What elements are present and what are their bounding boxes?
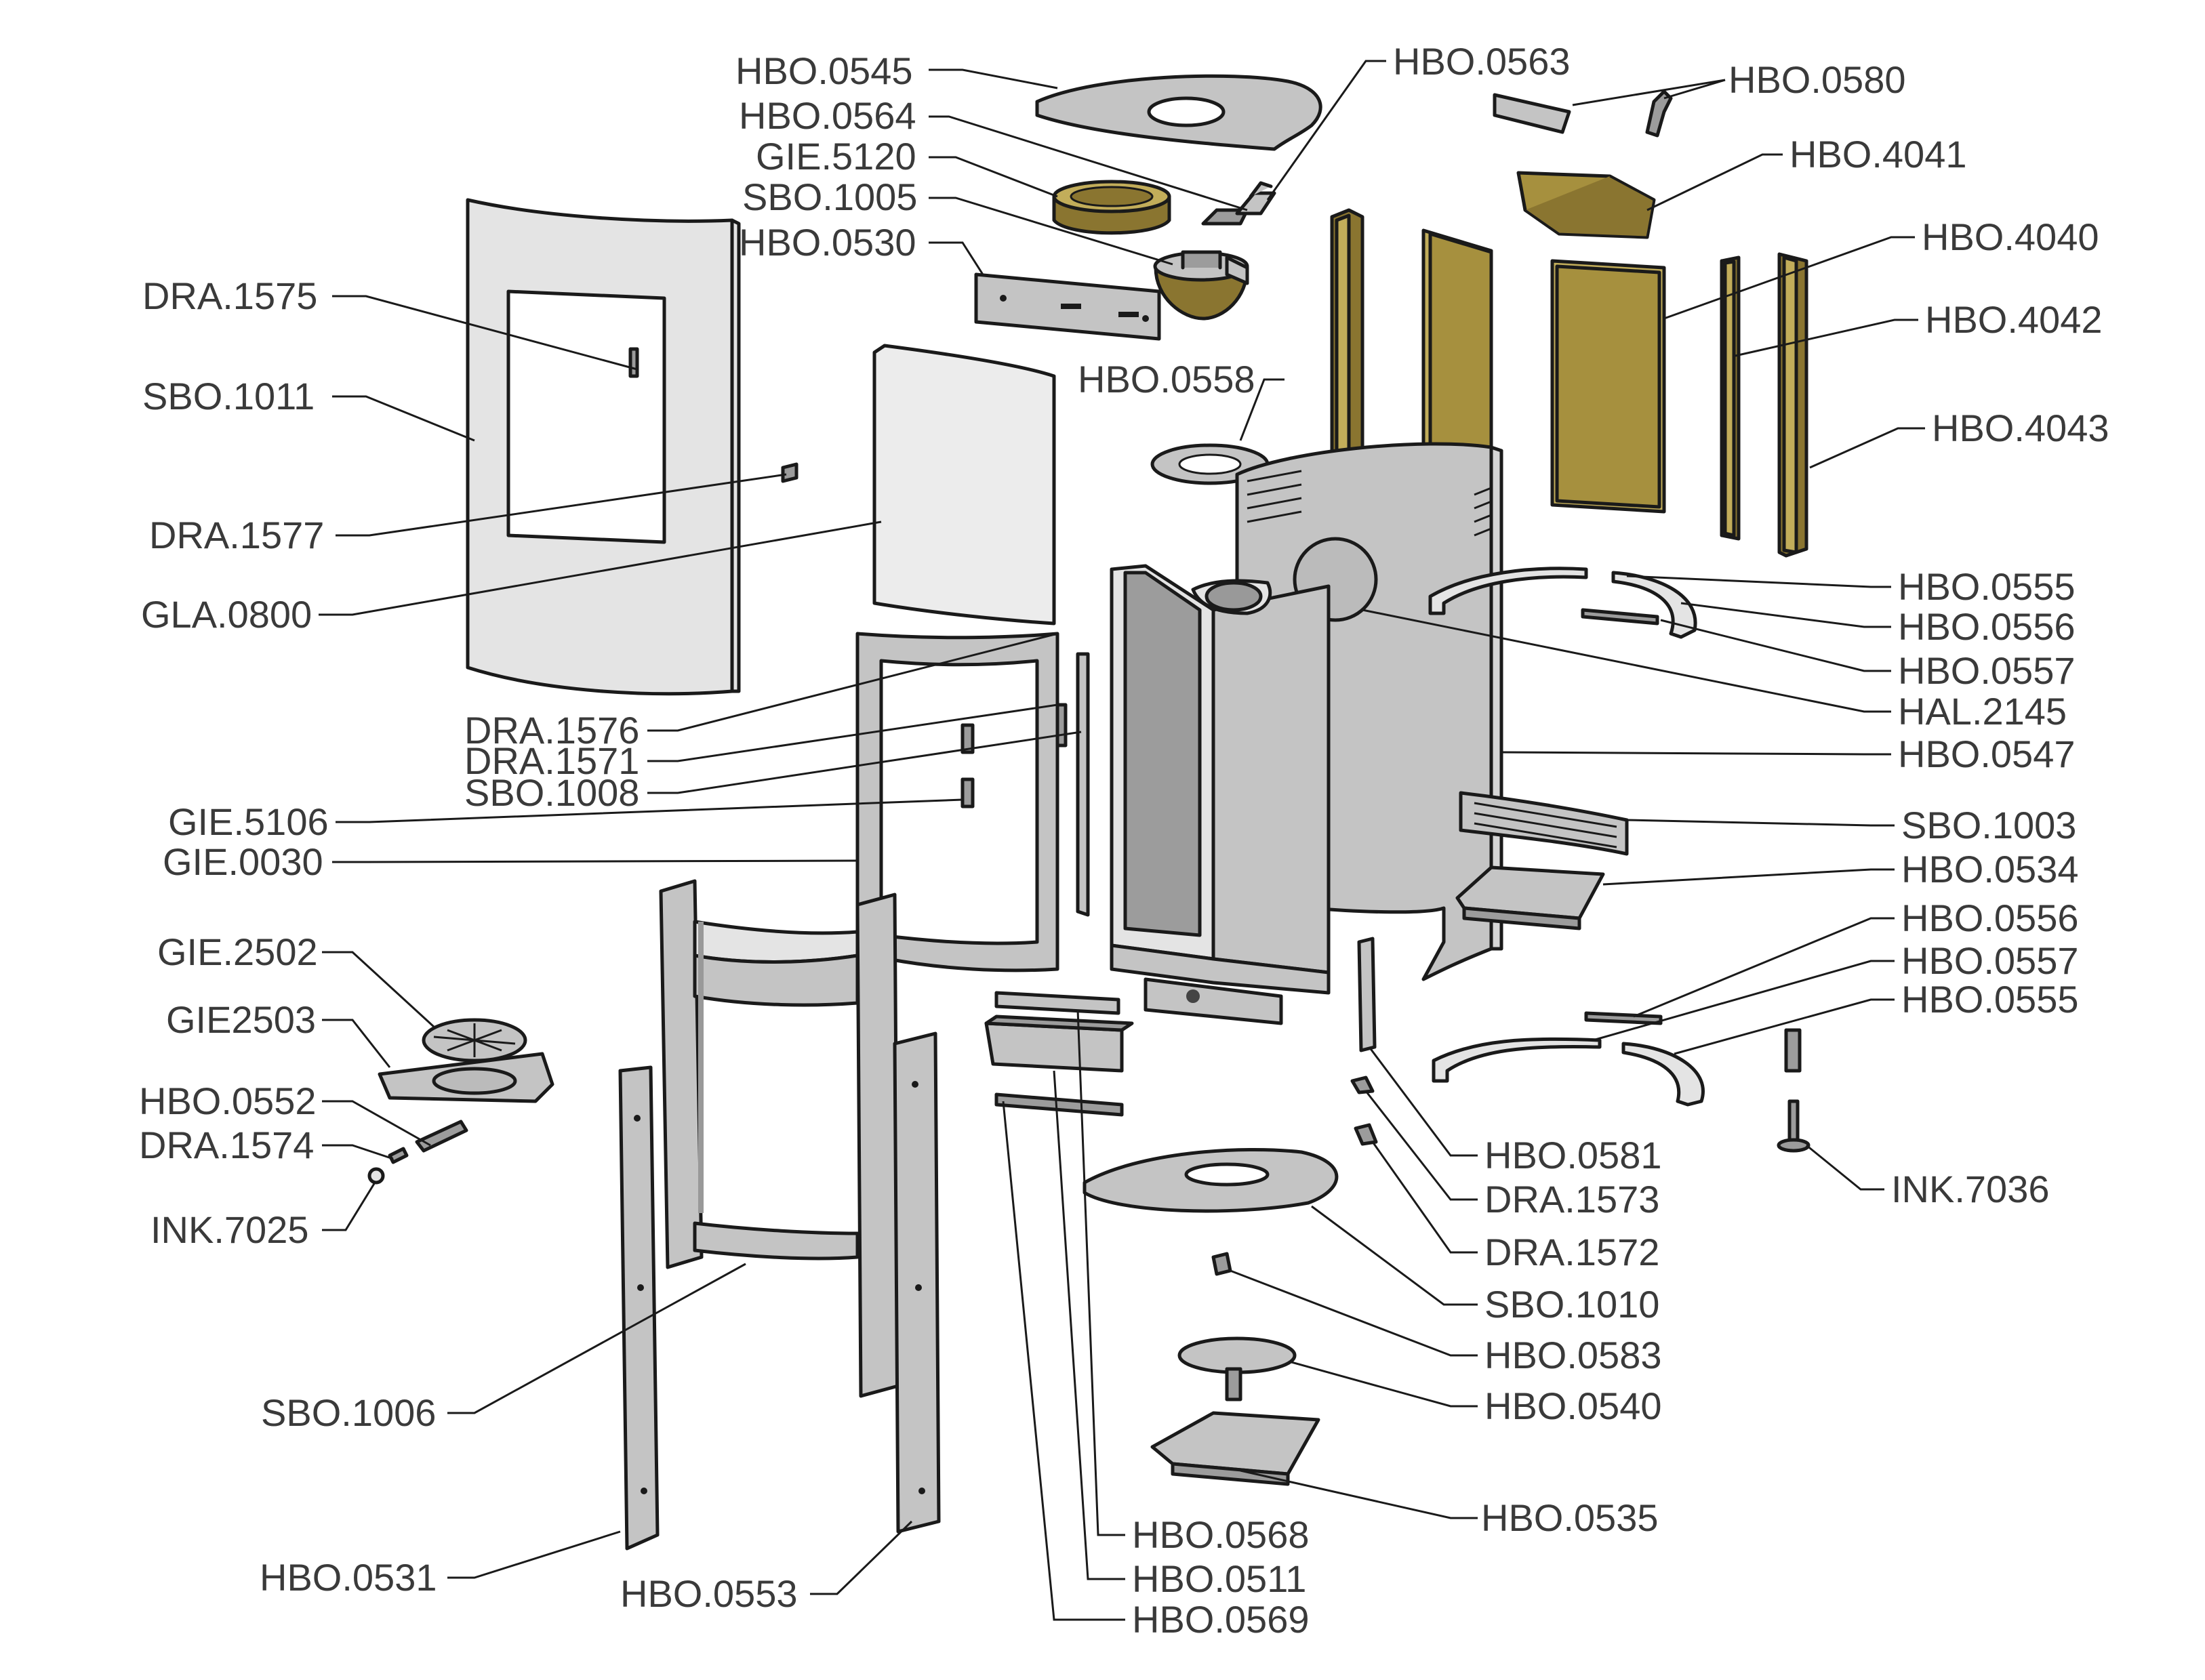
label-gie-5106: GIE.5106 (168, 800, 329, 843)
label-ink-7036: INK.7036 (1891, 1168, 2050, 1210)
part-small-lever (415, 1120, 468, 1153)
part-small-tab (1211, 1252, 1232, 1276)
part-ash-tray-top (1455, 865, 1605, 930)
part-valve-lever (1201, 181, 1276, 226)
label-gie-2502: GIE.2502 (157, 930, 318, 973)
label-hbo-0557-upper: HBO.0557 (1898, 649, 2076, 692)
label-dra-1576: DRA.1576 (464, 709, 639, 752)
label-ink-7025: INK.7025 (150, 1208, 309, 1251)
part-right-side-strip (893, 1031, 941, 1534)
label-hbo-0531: HBO.0531 (260, 1556, 437, 1599)
label-dra-1574: DRA.1574 (139, 1124, 314, 1166)
label-hbo-4043: HBO.4043 (1932, 407, 2109, 449)
label-dra-1577: DRA.1577 (149, 514, 324, 556)
part-small-hook-b (1354, 1123, 1378, 1146)
part-rear-bracket (974, 272, 1161, 341)
label-gie-5120: GIE.5120 (756, 135, 916, 178)
part-base-plate (1083, 1147, 1339, 1213)
label-hbo-0511: HBO.0511 (1132, 1557, 1306, 1600)
label-hbo-0555-lower: HBO.0555 (1901, 978, 2079, 1021)
part-air-regulator-disc (422, 1018, 527, 1063)
label-hbo-0540: HBO.0540 (1484, 1385, 1662, 1427)
label-hbo-0534: HBO.0534 (1901, 848, 2079, 890)
part-air-regulator-housing (378, 1052, 554, 1103)
part-glass-pane (872, 344, 1056, 626)
label-hal-2145: HAL.2145 (1898, 690, 2067, 733)
label-hbo-0581: HBO.0581 (1484, 1134, 1662, 1176)
label-gla-0800: GLA.0800 (141, 593, 312, 636)
label-hbo-0580: HBO.0580 (1728, 58, 1906, 101)
label-hbo-0556-upper: HBO.0556 (1898, 605, 2076, 648)
label-hbo-4041: HBO.4041 (1789, 133, 1967, 176)
part-small-hook-a (1350, 1075, 1375, 1094)
label-hbo-0552: HBO.0552 (139, 1080, 317, 1122)
part-arc-rail-lower-right (1621, 1042, 1705, 1107)
part-front-panel (466, 198, 798, 696)
part-clip (1645, 89, 1673, 138)
label-hbo-4042: HBO.4042 (1925, 298, 2103, 341)
label-sbo-1006: SBO.1006 (261, 1391, 436, 1434)
label-hbo-0556-lower: HBO.0556 (1901, 897, 2079, 939)
label-hbo-0557-lower: HBO.0557 (1901, 939, 2079, 982)
label-dra-1572: DRA.1572 (1484, 1231, 1659, 1273)
part-lower-frame (659, 879, 900, 1398)
label-gie2503: GIE2503 (166, 998, 316, 1041)
label-hbo-0530: HBO.0530 (739, 221, 916, 264)
part-side-firebrick-right-wide (1777, 252, 1808, 558)
part-top-firebrick (1516, 171, 1656, 239)
part-arc-rail-upper-strip (1581, 608, 1659, 626)
label-hbo-0555-upper: HBO.0555 (1898, 565, 2076, 608)
label-hbo-0545: HBO.0545 (735, 49, 913, 92)
part-labels: HBO.0545 HBO.0564 GIE.5120 SBO.1005 HBO.… (139, 40, 2109, 1641)
label-dra-1571: DRA.1571 (464, 739, 639, 782)
label-hbo-0564: HBO.0564 (739, 94, 916, 137)
part-flue-collar (1052, 180, 1171, 235)
part-arc-rail-lower-left (1432, 1037, 1602, 1083)
label-sbo-1008: SBO.1008 (464, 771, 639, 814)
label-dra-1573: DRA.1573 (1484, 1178, 1659, 1221)
part-door-frame (855, 632, 1059, 972)
part-ash-pan (1150, 1411, 1320, 1486)
part-arc-rail-upper-left (1428, 567, 1588, 615)
label-dra-1575: DRA.1575 (142, 274, 317, 317)
part-vent-grille (1459, 791, 1629, 856)
label-gie-0030: GIE.0030 (163, 840, 323, 883)
part-firebox-body (1110, 564, 1331, 1025)
label-hbo-4040: HBO.4040 (1922, 216, 2099, 258)
label-hbo-0563: HBO.0563 (1393, 40, 1571, 83)
part-small-pin (388, 1147, 409, 1164)
part-small-plate (1493, 93, 1571, 134)
part-grate (1177, 1336, 1297, 1401)
label-hbo-0583: HBO.0583 (1484, 1334, 1662, 1376)
label-sbo-1010: SBO.1010 (1484, 1283, 1659, 1326)
leader-lines (319, 60, 1925, 1621)
part-bar-c (994, 1092, 1124, 1117)
label-hbo-0553: HBO.0553 (620, 1572, 798, 1615)
part-arc-rail-lower-strip (1584, 1011, 1663, 1025)
label-hbo-0558: HBO.0558 (1078, 358, 1255, 401)
part-bar-a (994, 991, 1120, 1015)
label-sbo-1011: SBO.1011 (142, 375, 315, 417)
part-vertical-bracket (1357, 937, 1377, 1052)
part-flue-spigot (1153, 250, 1249, 321)
part-foot (1777, 1028, 1810, 1153)
label-sbo-1005: SBO.1005 (742, 176, 917, 218)
part-arc-rail-upper-right (1611, 571, 1697, 639)
label-hbo-0535: HBO.0535 (1481, 1496, 1659, 1539)
part-top-plate (1035, 74, 1322, 151)
part-small-washer (367, 1167, 385, 1185)
label-hbo-0568: HBO.0568 (1132, 1513, 1310, 1556)
part-rear-firebrick (1550, 259, 1666, 514)
part-side-firebrick-right-narrow (1720, 255, 1741, 541)
label-hbo-0547: HBO.0547 (1898, 733, 2076, 775)
label-hbo-0569: HBO.0569 (1132, 1598, 1310, 1641)
part-hinge-strip (1055, 652, 1090, 917)
label-sbo-1003: SBO.1003 (1901, 804, 2076, 846)
part-bar-b (984, 1015, 1134, 1073)
part-left-side-strip (618, 1065, 660, 1551)
